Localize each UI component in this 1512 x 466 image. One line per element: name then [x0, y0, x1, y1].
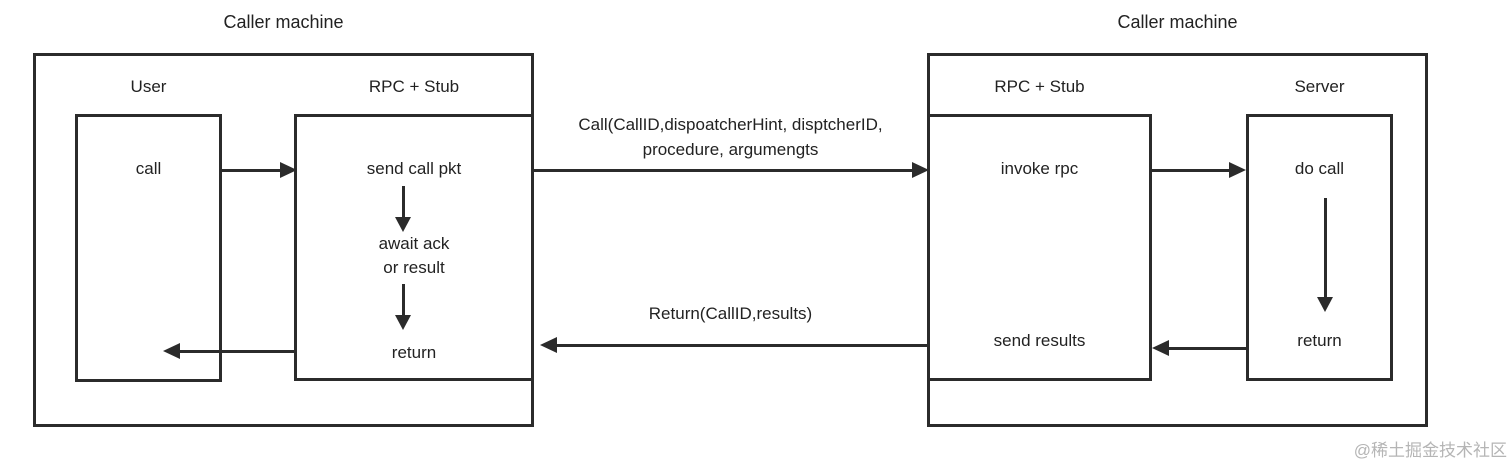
right-rpc-box [927, 114, 1152, 381]
right-server-step-do-call: do call [1294, 159, 1345, 178]
right-server-box [1246, 114, 1393, 381]
right-server-step-return: return [1297, 331, 1342, 350]
return-message-label: Return(CallID,results) [648, 304, 813, 323]
arrow-line [1324, 198, 1327, 297]
left-user-step-call: call [135, 159, 162, 178]
arrow-head-left-icon [163, 343, 180, 359]
arrow-head-down-icon [1317, 297, 1333, 312]
arrow-head-left-icon [1152, 340, 1169, 356]
call-message-label: Call(CallID,dispoatcherHint, disptcherID… [534, 112, 927, 162]
arrow-line [402, 186, 405, 217]
left-rpc-step-return: return [391, 343, 437, 362]
left-rpc-step-await: await ack or result [294, 232, 534, 280]
arrow-line [1169, 347, 1246, 350]
call-message-line2: procedure, argumengts [642, 140, 819, 159]
left-user-box [75, 114, 222, 382]
left-rpc-step-send-call-pkt: send call pkt [366, 159, 462, 178]
left-rpc-step-await-line1: await ack [378, 234, 450, 253]
call-message-line1: Call(CallID,dispoatcherHint, disptcherID… [578, 115, 883, 134]
left-user-column-label: User [130, 77, 167, 96]
left-rpc-step-await-line2: or result [383, 258, 445, 277]
right-rpc-step-invoke-rpc: invoke rpc [1000, 159, 1079, 178]
arrow-head-right-icon [912, 162, 929, 178]
arrow-line [402, 284, 405, 315]
left-machine-title: Caller machine [223, 12, 344, 32]
left-rpc-column-label: RPC + Stub [368, 77, 460, 96]
arrow-line [180, 350, 294, 353]
arrow-head-left-icon [540, 337, 557, 353]
arrow-line [557, 344, 927, 347]
watermark: @稀土掘金技术社区 [1353, 441, 1507, 460]
right-rpc-column-label: RPC + Stub [994, 77, 1085, 96]
arrow-head-down-icon [395, 315, 411, 330]
arrow-line [222, 169, 280, 172]
right-server-column-label: Server [1294, 77, 1345, 96]
left-rpc-box [294, 114, 534, 381]
arrow-head-right-icon [280, 162, 297, 178]
arrow-line [534, 169, 912, 172]
right-rpc-step-send-results: send results [993, 331, 1086, 350]
arrow-line [1152, 169, 1229, 172]
right-machine-title: Caller machine [1117, 12, 1238, 32]
arrow-head-right-icon [1229, 162, 1246, 178]
arrow-head-down-icon [395, 217, 411, 232]
